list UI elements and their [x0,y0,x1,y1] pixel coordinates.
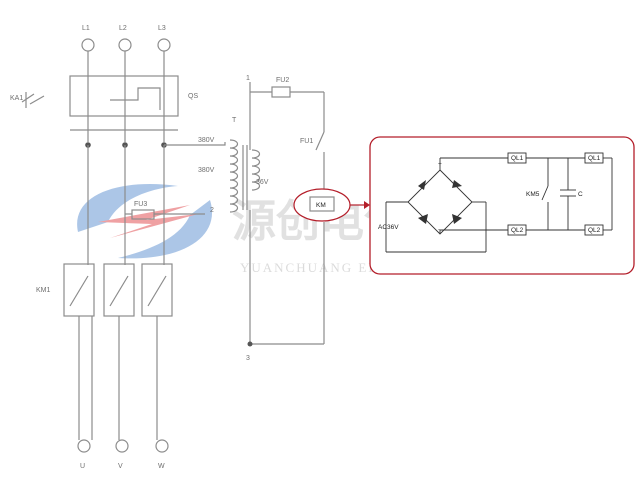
terminal-u [77,439,91,453]
label-w: W [158,463,165,470]
km-coil-box [309,196,335,212]
km-callout-label: KM [316,202,326,209]
label-transformer: T [232,117,237,124]
label-qs: QS [188,93,198,100]
switch-qs-box [69,75,179,117]
inset-ql2b: QL2 [588,227,601,234]
km5-switch [541,185,549,201]
node-3 [247,341,253,347]
label-u: U [80,463,85,470]
label-l3: L3 [158,25,166,32]
inset-ql2a: QL2 [511,227,524,234]
terminal-l1 [81,38,95,52]
label-v: V [118,463,123,470]
terminal-w [155,439,169,453]
km-callout: KM [293,188,370,222]
transformer-primary [229,139,239,213]
main-schematic: L1 L2 L3 QS KA1 FU3 KM1 [10,25,325,470]
inset-km5: KM5 [526,191,540,198]
label-node1: 1 [246,75,250,82]
inset-panel: + − AC36V QL1 QL1 QL2 QL2 KM5 [369,136,635,275]
label-node2: 2 [210,207,214,214]
terminal-l2 [118,38,132,52]
label-km1: KM1 [36,287,51,294]
label-fu3: FU3 [134,201,147,208]
label-l2: L2 [119,25,127,32]
label-fu2: FU2 [276,77,289,84]
label-l1: L1 [82,25,90,32]
watermark-logo [77,184,213,259]
inset-ac-label: AC36V [378,224,399,231]
label-fu1: FU1 [300,138,313,145]
inset-cap: C [578,191,583,198]
fuse-fu2 [271,86,291,98]
label-node3: 3 [246,355,250,362]
inset-ql1b: QL1 [588,155,601,162]
label-380v-b: 380V [198,167,215,174]
label-380v: 380V [198,137,215,144]
inset-ql1a: QL1 [511,155,524,162]
terminal-v [115,439,129,453]
label-ka1: KA1 [10,95,23,102]
label-36v: 36V [256,179,269,186]
callout-arrow-head [364,201,370,209]
transformer-secondary [251,149,261,191]
terminal-l3 [157,38,171,52]
